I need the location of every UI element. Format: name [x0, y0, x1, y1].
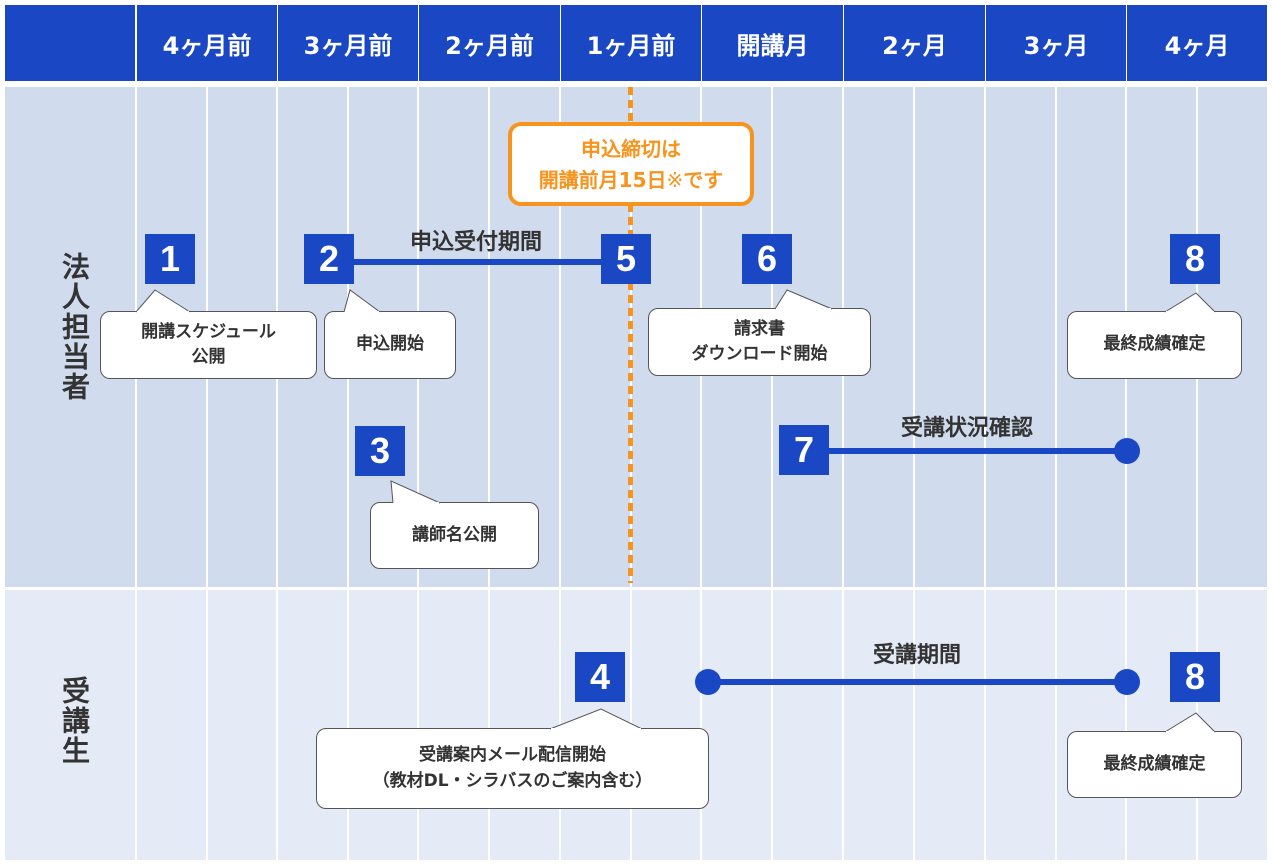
row-label-student: 受講生: [58, 676, 91, 766]
grid-line: [417, 87, 419, 860]
callout-text: 公開: [191, 347, 226, 367]
deadline-note: 申込締切は 開講前月15日※です: [508, 122, 754, 206]
callout-text: （教材DL・シラバスのご案内含む）: [372, 770, 653, 791]
header-col-7: 3ヶ月: [986, 5, 1126, 81]
grid-line: [276, 87, 278, 860]
grid-line: [842, 87, 844, 860]
step-badge-2: 2: [304, 234, 354, 284]
course-period-label: 受講期間: [872, 643, 962, 668]
step-badge-4: 4: [575, 652, 625, 702]
grid-line: [771, 87, 773, 860]
course-end-dot: [1114, 669, 1140, 695]
row-divider: [5, 587, 1267, 590]
status-check-line: [829, 448, 1127, 454]
status-check-label: 受講状況確認: [900, 416, 1034, 441]
callout-guide-email: 受講案内メール配信開始 （教材DL・シラバスのご案内含む）: [316, 728, 709, 809]
header-col-5: 開講月: [702, 5, 843, 81]
callout-application-start: 申込開始: [324, 311, 456, 379]
header-col-2: 3ヶ月前: [278, 5, 418, 81]
step-badge-8: 8: [1170, 234, 1220, 284]
step-badge-7: 7: [779, 425, 829, 475]
application-period-label: 申込受付期間: [409, 230, 543, 255]
grid-line: [913, 87, 915, 860]
course-period-line: [708, 679, 1128, 685]
callout-text: 受講案内メール配信開始: [419, 745, 606, 765]
callout-text: 請求書: [734, 318, 785, 339]
row-label-corporate: 法人担当者: [58, 252, 91, 402]
callout-invoice-download: 請求書ダウンロード開始: [648, 308, 871, 376]
deadline-line1: 申込締切は: [581, 137, 681, 161]
callout-instructor-publish: 講師名公開: [370, 502, 539, 569]
header-col-8: 4ヶ月: [1127, 5, 1267, 81]
callout-schedule-publish: 開講スケジュール公開: [100, 311, 317, 379]
header-col-4: 1ヶ月前: [561, 5, 701, 81]
step-badge-8-student: 8: [1170, 652, 1220, 702]
status-check-end-dot: [1114, 438, 1140, 464]
grid-line: [700, 87, 702, 860]
grid-line: [206, 87, 208, 860]
callout-final-grade-student: 最終成績確定: [1067, 731, 1242, 798]
deadline-suffix: です: [683, 168, 724, 192]
grid-line: [347, 87, 349, 860]
header-corner: [5, 5, 135, 81]
grid-line: [488, 87, 490, 860]
grid-line: [984, 87, 986, 860]
grid-line: [1055, 87, 1057, 860]
deadline-date: 開講前月15日: [538, 168, 667, 192]
callout-text: ダウンロード開始: [691, 344, 828, 364]
application-period-line: [354, 259, 602, 265]
step-badge-3: 3: [355, 426, 405, 476]
grid-line: [1196, 87, 1198, 860]
course-start-dot: [695, 669, 721, 695]
step-badge-5: 5: [601, 234, 651, 284]
callout-text: 開講スケジュール: [141, 321, 276, 342]
header-col-6: 2ヶ月: [844, 5, 985, 81]
grid-line: [1125, 87, 1127, 860]
header-col-3: 2ヶ月前: [419, 5, 560, 81]
deadline-mark: ※: [666, 168, 684, 192]
step-badge-6: 6: [742, 234, 792, 284]
callout-final-grade: 最終成績確定: [1067, 311, 1242, 379]
grid-line: [135, 87, 137, 860]
deadline-dotted-line: [628, 87, 633, 583]
grid-line: [559, 87, 561, 860]
step-badge-1: 1: [145, 234, 195, 284]
header-col-1: 4ヶ月前: [137, 5, 277, 81]
